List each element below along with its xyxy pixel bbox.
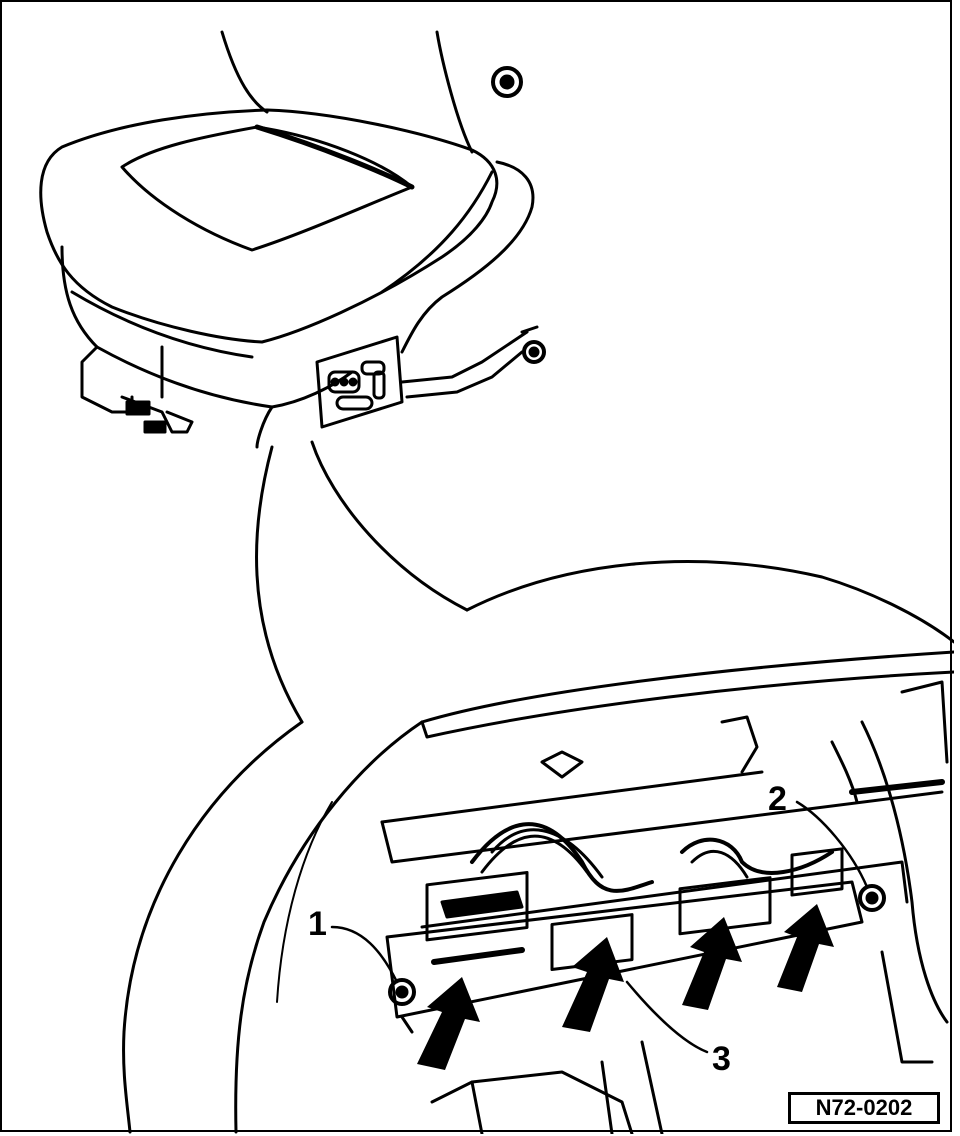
wiring-harness <box>470 715 945 893</box>
arrow-icon <box>417 977 480 1070</box>
seat-drawing <box>39 30 546 449</box>
rear-lever-icon <box>522 340 546 364</box>
detail-view <box>122 560 954 1134</box>
screw-1-icon <box>388 978 416 1006</box>
callout-3: 3 <box>712 1040 731 1078</box>
arrow-icon <box>562 937 624 1032</box>
connector-module <box>385 847 909 1034</box>
reference-code-label: N72-0202 <box>788 1092 940 1124</box>
backrest-knob-icon <box>491 66 523 98</box>
seat-switch-panel <box>315 335 404 429</box>
callout-2: 2 <box>768 780 787 818</box>
direction-arrows <box>417 904 834 1070</box>
screw-2-icon <box>858 884 886 912</box>
zoom-connector-lines <box>255 440 469 724</box>
callout-1: 1 <box>308 905 327 943</box>
arrow-icon <box>682 917 742 1010</box>
arrow-icon <box>777 904 834 992</box>
